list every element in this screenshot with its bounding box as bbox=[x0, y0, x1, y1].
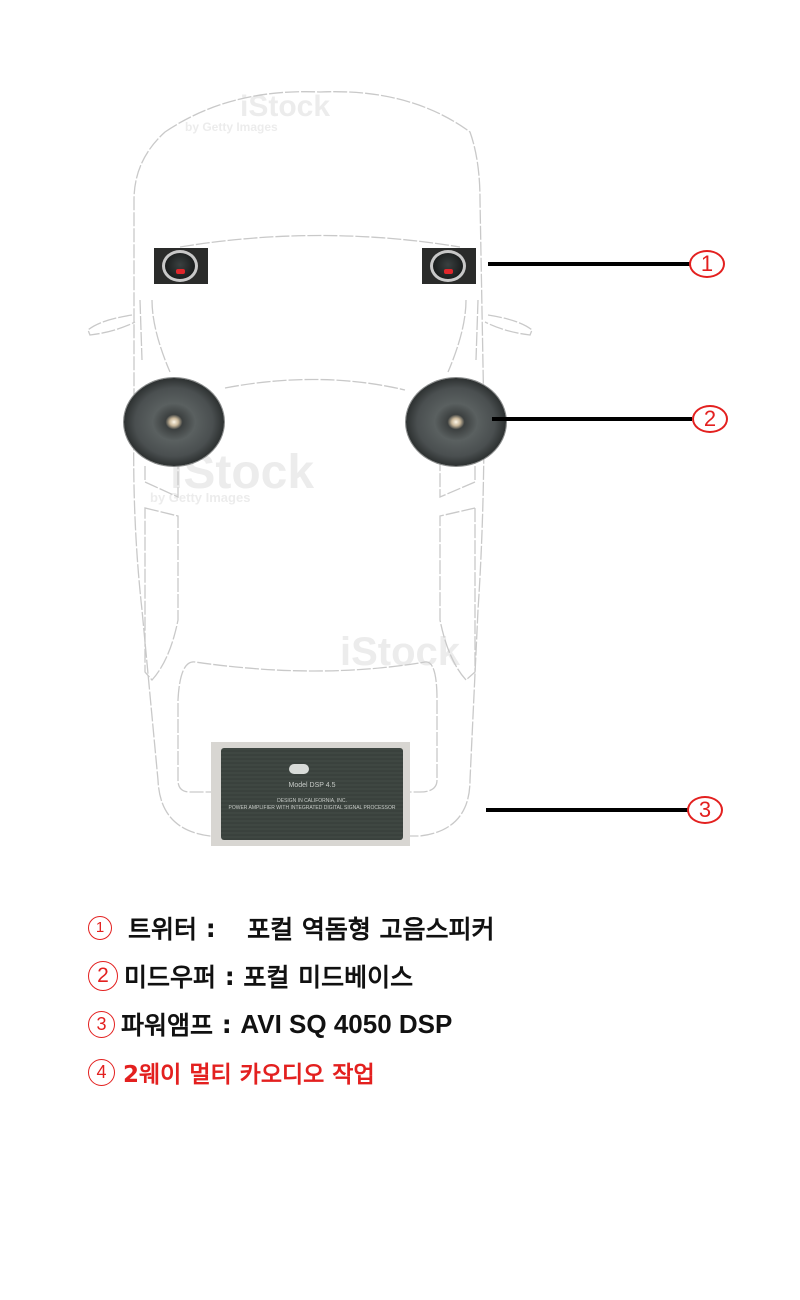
legend-separator: : bbox=[197, 913, 234, 943]
legend-separator: : bbox=[213, 1009, 241, 1039]
legend-number-badge: 2 bbox=[88, 961, 118, 991]
car-outline-diagram bbox=[87, 91, 533, 837]
legend-number-badge: 3 bbox=[88, 1010, 115, 1038]
callout-3-leader-line bbox=[486, 808, 688, 812]
callout-3-badge: 3 bbox=[687, 796, 723, 824]
midwoofer-right-image bbox=[406, 378, 506, 466]
legend-item-tweeter: 1 트위터 : 포컬 역돔형 고음스피커 bbox=[88, 904, 708, 952]
tweeter-dome bbox=[430, 250, 466, 282]
legend-item-name: 트위터 bbox=[128, 915, 198, 944]
legend-item-name: 미드우퍼 bbox=[124, 963, 217, 992]
power-amplifier-image: Model DSP 4.5 DESIGN IN CALIFORNIA, INC.… bbox=[211, 742, 410, 846]
amp-brand-logo bbox=[289, 764, 309, 774]
amp-model-text: Model DSP 4.5 bbox=[288, 782, 336, 789]
legend-item-value: 포컬 역돔형 고음스피커 bbox=[247, 915, 495, 944]
callout-1-badge: 1 bbox=[689, 250, 725, 278]
tweeter-left-image bbox=[154, 248, 208, 284]
legend-number-badge: 1 bbox=[88, 916, 112, 940]
callout-2-badge: 2 bbox=[692, 405, 728, 433]
amp-label-line2: POWER AMPLIFIER WITH INTEGRATED DIGITAL … bbox=[228, 805, 396, 811]
tweeter-right-image bbox=[422, 248, 476, 284]
legend-number-badge: 4 bbox=[88, 1058, 115, 1086]
amp-label-line1: DESIGN IN CALIFORNIA, INC. bbox=[277, 798, 347, 804]
legend-item-value: AVI SQ 4050 DSP bbox=[240, 1008, 453, 1039]
legend-item-2way-multi: 4 2웨이 멀티 카오디오 작업 bbox=[88, 1048, 708, 1096]
legend-separator: : bbox=[216, 961, 244, 991]
legend-item-midwoofer: 2 미드우퍼 : 포컬 미드베이스 bbox=[88, 952, 708, 1000]
legend-item-value: 포컬 미드베이스 bbox=[243, 963, 414, 992]
midwoofer-left-image bbox=[124, 378, 224, 466]
legend: 1 트위터 : 포컬 역돔형 고음스피커 2 미드우퍼 : 포컬 미드베이스 3… bbox=[88, 904, 708, 1096]
tweeter-logo-dot bbox=[444, 269, 453, 274]
amp-chassis: Model DSP 4.5 DESIGN IN CALIFORNIA, INC.… bbox=[221, 748, 403, 840]
legend-item-power-amp: 3 파워앰프 : AVI SQ 4050 DSP bbox=[88, 1000, 708, 1048]
callout-2-leader-line bbox=[492, 417, 692, 421]
legend-item-name: 파워앰프 bbox=[121, 1011, 214, 1040]
tweeter-dome bbox=[162, 250, 198, 282]
callout-1-leader-line bbox=[488, 262, 690, 266]
tweeter-logo-dot bbox=[176, 269, 185, 274]
legend-item-name: 2웨이 멀티 카오디오 작업 bbox=[123, 1062, 375, 1088]
